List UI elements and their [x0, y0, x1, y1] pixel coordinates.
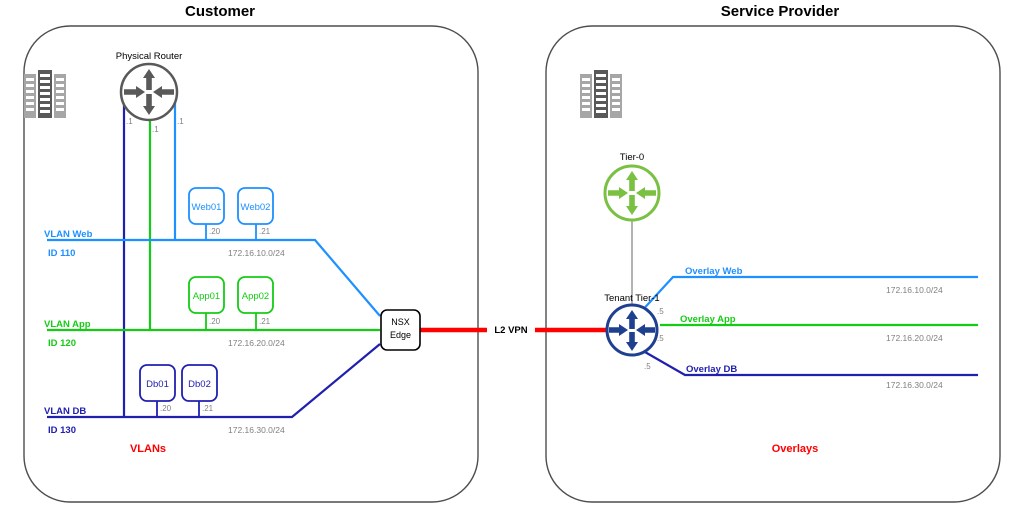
zone-title-customer: Customer: [185, 3, 255, 20]
router-icon: [119, 62, 179, 122]
datacenter-racks-icon: [24, 70, 66, 118]
network-id-vlan-web: ID 110: [48, 248, 75, 259]
router-icon: [605, 303, 659, 357]
bus-line-overlay-web: [637, 275, 978, 316]
vm-octet-web01: .20: [209, 227, 221, 236]
subnet-label-overlay-web: 172.16.10.0/24: [886, 285, 943, 295]
vm-node-web02[interactable]: Web02: [237, 187, 274, 225]
router-arrows-icon: [608, 171, 656, 215]
zone-footer-overlays: Overlays: [772, 443, 818, 455]
vm-label-app02: App02: [242, 291, 269, 302]
bus-line-vlan-db: [47, 343, 381, 419]
bus-line-overlay-db: [637, 347, 978, 377]
zone-title-service-provider: Service Provider: [721, 3, 840, 20]
physical-router-node[interactable]: Physical Router: [116, 51, 183, 122]
vm-octet-web02: .21: [259, 227, 271, 236]
network-label-overlay-db: Overlay DB: [686, 364, 737, 375]
nsx-edge-label-line1: NSX: [391, 317, 410, 327]
nsx-edge-label-line2: Edge: [390, 330, 411, 340]
subnet-label-overlay-db: 172.16.30.0/24: [886, 380, 943, 390]
network-label-overlay-app: Overlay App: [680, 314, 736, 325]
vm-octet-db01: .20: [160, 404, 172, 413]
datacenter-racks-icon: [580, 70, 622, 118]
zone-footer-vlans: VLANs: [130, 443, 166, 455]
router-octet-db: .1: [126, 117, 133, 126]
tier1-octet-db: .5: [644, 362, 651, 371]
vm-node-app02[interactable]: App02: [237, 276, 274, 314]
subnet-label-vlan-db: 172.16.30.0/24: [228, 425, 285, 435]
vm-label-web01: Web01: [192, 202, 222, 213]
subnet-label-vlan-web: 172.16.10.0/24: [228, 248, 285, 258]
tenant-tier1-router-node[interactable]: Tenant Tier-1: [604, 293, 660, 357]
vm-octet-app02: .21: [259, 317, 271, 326]
vm-octet-app01: .20: [209, 317, 221, 326]
vm-node-app01[interactable]: App01: [188, 276, 225, 314]
vm-label-db01: Db01: [146, 379, 169, 390]
l2vpn-label-backdrop: [487, 322, 535, 338]
network-label-vlan-app: VLAN App: [44, 319, 91, 330]
vm-label-db02: Db02: [188, 379, 211, 390]
network-label-vlan-db: VLAN DB: [44, 406, 86, 417]
vm-node-db01[interactable]: Db01: [139, 364, 176, 402]
tier0-label: Tier-0: [620, 152, 644, 163]
network-id-vlan-app: ID 120: [48, 338, 76, 349]
vm-node-web01[interactable]: Web01: [188, 187, 225, 225]
router-arrows-icon: [609, 310, 655, 351]
l2vpn-label: L2 VPN: [494, 325, 527, 336]
tier1-octet-app: .5: [657, 334, 664, 343]
nsx-edge-node[interactable]: NSX Edge: [380, 309, 421, 351]
network-id-vlan-db: ID 130: [48, 425, 76, 436]
router-octet-app: .1: [152, 125, 159, 134]
physical-router-label: Physical Router: [116, 51, 183, 62]
tenant-tier1-label: Tenant Tier-1: [604, 293, 659, 304]
subnet-label-vlan-app: 172.16.20.0/24: [228, 338, 285, 348]
tier1-octet-web: .5: [657, 307, 664, 316]
router-octet-web: .1: [177, 117, 184, 126]
router-arrows-icon: [124, 69, 174, 115]
vm-octet-db02: .21: [202, 404, 214, 413]
network-label-vlan-web: VLAN Web: [44, 229, 93, 240]
vm-node-db02[interactable]: Db02: [181, 364, 218, 402]
tier0-router-node[interactable]: Tier-0: [603, 152, 661, 222]
bus-line-vlan-web: [47, 238, 381, 317]
zone-container-service-provider: [545, 25, 1001, 503]
subnet-label-overlay-app: 172.16.20.0/24: [886, 333, 943, 343]
vm-label-app01: App01: [193, 291, 220, 302]
vm-label-web02: Web02: [241, 202, 271, 213]
zone-container-customer: [23, 25, 479, 503]
network-label-overlay-web: Overlay Web: [685, 266, 743, 277]
router-icon: [603, 164, 661, 222]
